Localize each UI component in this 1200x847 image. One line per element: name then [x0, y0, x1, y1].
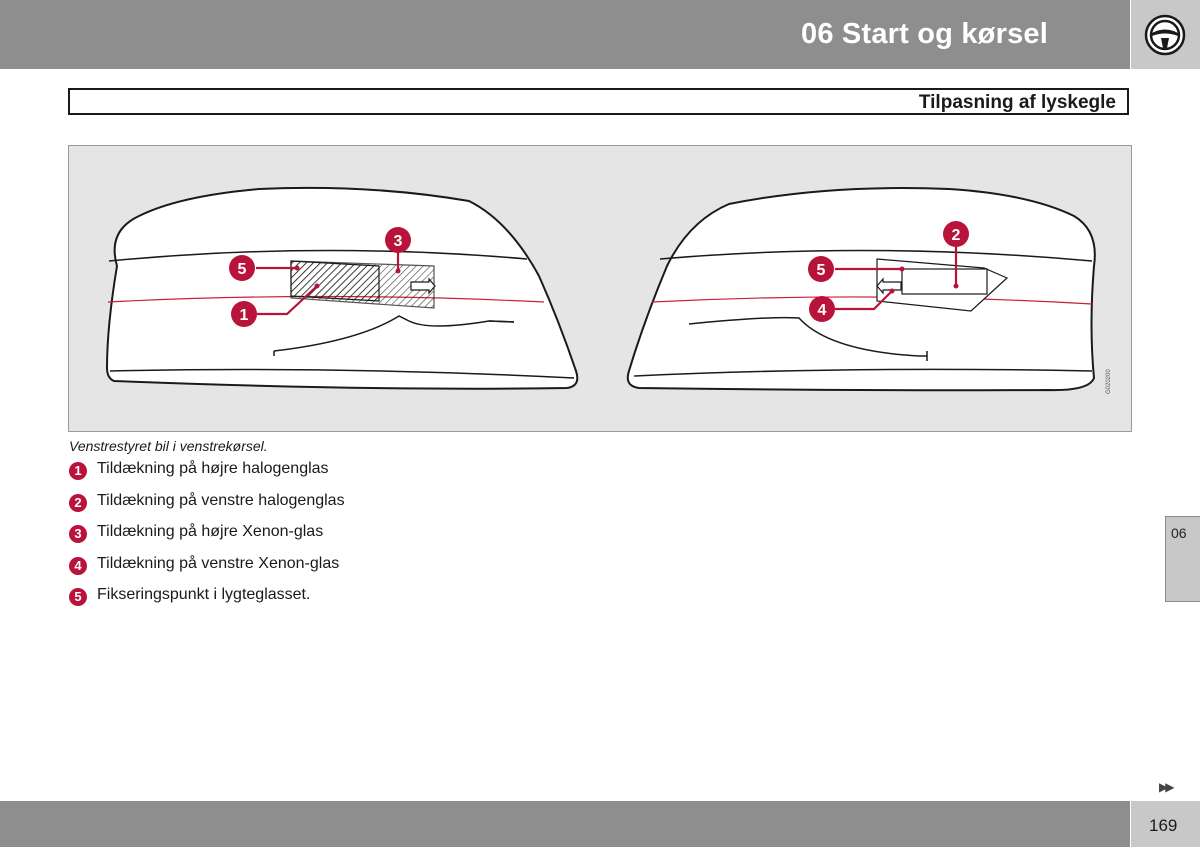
right-headlamp: 2 5 4 — [626, 187, 1096, 392]
left-headlamp: 5 3 1 — [105, 186, 579, 390]
chapter-icon-box — [1131, 0, 1200, 69]
side-tab-label: 06 — [1171, 525, 1187, 541]
page-number-box: 169 — [1131, 801, 1200, 847]
legend-number-icon: 5 — [69, 588, 87, 606]
legend-item: 2 Tildækning på venstre halogenglas — [69, 492, 669, 524]
headlamp-figure: 5 3 1 2 — [68, 145, 1132, 432]
label-4: 4 — [818, 302, 827, 319]
headlamp-illustration: 5 3 1 2 — [105, 186, 1096, 392]
page-number: 169 — [1149, 816, 1178, 835]
chapter-side-tab[interactable]: 06 — [1165, 516, 1200, 602]
label-5-left: 5 — [238, 261, 247, 278]
double-arrow-right-icon[interactable]: ▶▶ — [1159, 780, 1175, 794]
legend-item: 5 Fikseringspunkt i lygteglasset. — [69, 586, 669, 618]
legend-list: 1 Tildækning på højre halogenglas 2 Tild… — [69, 460, 669, 618]
legend-text: Tildækning på venstre Xenon-glas — [97, 554, 340, 572]
legend-text: Tildækning på højre halogenglas — [97, 460, 329, 477]
legend-item: 3 Tildækning på højre Xenon-glas — [69, 523, 669, 555]
legend-text: Tildækning på venstre halogenglas — [97, 491, 345, 509]
label-5-right: 5 — [817, 262, 826, 279]
label-2: 2 — [952, 227, 961, 244]
legend-number-icon: 3 — [69, 525, 87, 543]
legend-text: Fikseringspunkt i lygteglasset. — [97, 586, 311, 603]
chapter-title: 06 Start og kørsel — [801, 18, 1048, 50]
figure-code: G020200 — [1106, 369, 1112, 394]
steering-wheel-icon — [1144, 14, 1186, 56]
label-3: 3 — [394, 233, 403, 250]
bottom-footer-bar — [0, 801, 1130, 847]
legend-item: 4 Tildækning på venstre Xenon-glas — [69, 555, 669, 587]
legend-number-icon: 1 — [69, 462, 87, 480]
figure-caption: Venstrestyret bil i venstrekørsel. — [69, 438, 268, 454]
section-title: Tilpasning af lyskegle — [918, 92, 1116, 113]
legend-number-icon: 4 — [69, 556, 87, 575]
legend-text: Tildækning på højre Xenon-glas — [97, 523, 324, 540]
top-header-bar: 06 Start og kørsel — [0, 0, 1130, 69]
legend-number-icon: 2 — [69, 493, 87, 512]
legend-item: 1 Tildækning på højre halogenglas — [69, 460, 669, 492]
section-header: Tilpasning af lyskegle — [68, 88, 1129, 115]
label-1: 1 — [240, 307, 249, 324]
